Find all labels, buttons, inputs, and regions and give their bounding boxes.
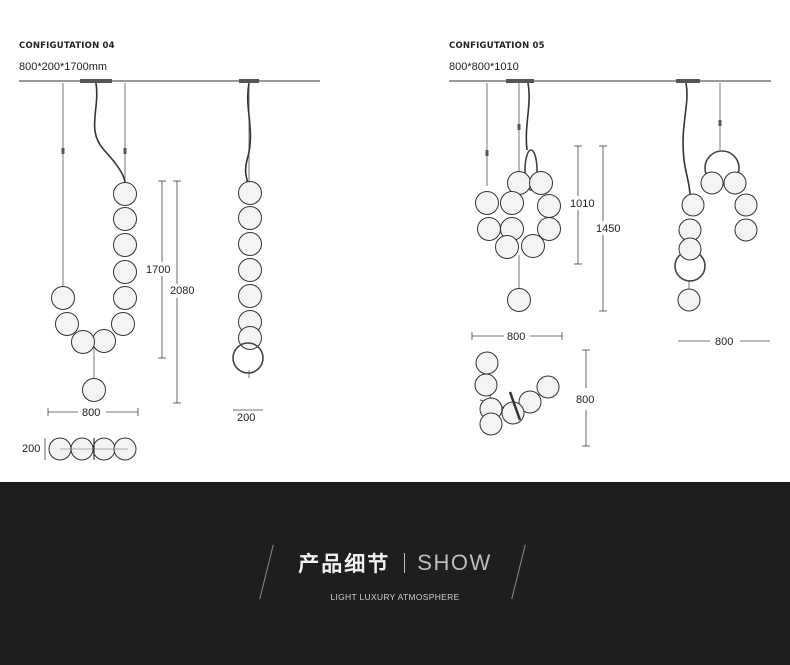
glass-globe xyxy=(238,284,262,308)
config-05-dim-width-front-800: 800 xyxy=(507,331,525,343)
glass-globe xyxy=(500,191,524,215)
glass-globe xyxy=(238,181,262,205)
config-04-dim-height-2080: 2080 xyxy=(170,285,194,297)
config-05-front-ring xyxy=(524,149,538,191)
config-04-dimension-lines xyxy=(47,180,263,416)
glass-globe xyxy=(734,218,758,242)
config-04-dim-depth-side-200: 200 xyxy=(237,412,255,424)
banner-title-cn: 产品细节 xyxy=(298,552,391,576)
config-05-front-view xyxy=(485,82,530,292)
glass-globe xyxy=(521,234,545,258)
config-04-size: 800*200*1700mm xyxy=(19,61,107,73)
glass-globe xyxy=(113,286,137,310)
banner-title-en: SHOW xyxy=(417,550,492,575)
config-05-label-bg-2 xyxy=(594,221,624,235)
banner xyxy=(0,482,790,665)
glass-globe xyxy=(479,412,503,436)
glass-globe xyxy=(113,233,137,257)
glass-globe xyxy=(477,217,501,241)
glass-globe xyxy=(82,378,106,402)
glass-globe xyxy=(518,390,542,414)
config-05-canopy-front xyxy=(506,79,534,83)
config-05-canopy-side xyxy=(676,79,700,83)
glass-globe xyxy=(681,193,705,217)
glass-globe xyxy=(113,207,137,231)
glass-globe xyxy=(723,171,747,195)
glass-globe xyxy=(475,351,499,375)
banner-title-divider xyxy=(404,553,406,573)
banner-title: 产品细节 SHOW xyxy=(0,548,790,578)
glass-globe xyxy=(537,194,561,218)
glass-globe xyxy=(495,235,519,259)
glass-globe xyxy=(475,191,499,215)
config-04-canopy-front xyxy=(80,79,112,83)
config-04-section: CONFIGUTATION 04 800*200*1700mm xyxy=(19,41,320,461)
glass-globe xyxy=(474,373,498,397)
glass-globe xyxy=(677,288,701,312)
glass-globe xyxy=(529,171,553,195)
glass-globe xyxy=(700,171,724,195)
config-04-side-ring xyxy=(232,342,264,374)
config-05-top-view xyxy=(474,351,560,436)
glass-globe xyxy=(536,375,560,399)
glass-globe xyxy=(501,401,525,425)
banner-subtitle: LIGHT LUXURY ATMOSPHERE xyxy=(330,592,460,602)
glass-globe xyxy=(238,206,262,230)
config-05-size: 800*800*1010 xyxy=(449,61,519,73)
glass-globe xyxy=(113,182,137,206)
glass-globe xyxy=(111,312,135,336)
config-05-side-globes xyxy=(677,171,758,312)
config-05-dim-height-1450: 1450 xyxy=(596,223,620,235)
glass-globe xyxy=(55,312,79,336)
glass-globe xyxy=(678,237,702,261)
config-04-front-view xyxy=(61,82,127,378)
glass-globe xyxy=(238,258,262,282)
config-05-dim-depth-top-800: 800 xyxy=(576,394,594,406)
config-04-label-bg-2 xyxy=(168,284,198,298)
config-05-dim-width-side-800: 800 xyxy=(715,336,733,348)
glass-globe xyxy=(537,217,561,241)
glass-globe xyxy=(51,286,75,310)
glass-globe xyxy=(507,288,531,312)
config-05-dim-height-1010: 1010 xyxy=(570,198,594,210)
glass-globe xyxy=(71,330,95,354)
glass-globe xyxy=(113,260,137,284)
config-05-title: CONFIGUTATION 05 xyxy=(449,41,545,51)
config-04-side-globes xyxy=(238,181,262,350)
config-04-front-globes xyxy=(51,182,137,402)
config-05-front-globes xyxy=(475,171,561,312)
config-04-dim-width-800: 800 xyxy=(82,407,100,419)
config-04-label-bg-1 xyxy=(145,262,175,276)
config-05-label-bg-1 xyxy=(569,196,599,210)
config-04-canopy-side xyxy=(239,79,259,83)
config-04-dim-depth-top-200: 200 xyxy=(22,443,40,455)
config-05-section: CONFIGUTATION 05 800*800*1010 xyxy=(449,41,771,447)
glass-globe xyxy=(238,232,262,256)
glass-globe xyxy=(734,193,758,217)
config-04-title: CONFIGUTATION 04 xyxy=(19,41,115,51)
glass-globe xyxy=(92,329,116,353)
technical-drawing: CONFIGUTATION 04 800*200*1700mm xyxy=(19,41,771,461)
config-04-top-view xyxy=(44,437,137,461)
config-04-dim-height-1700: 1700 xyxy=(146,264,170,276)
